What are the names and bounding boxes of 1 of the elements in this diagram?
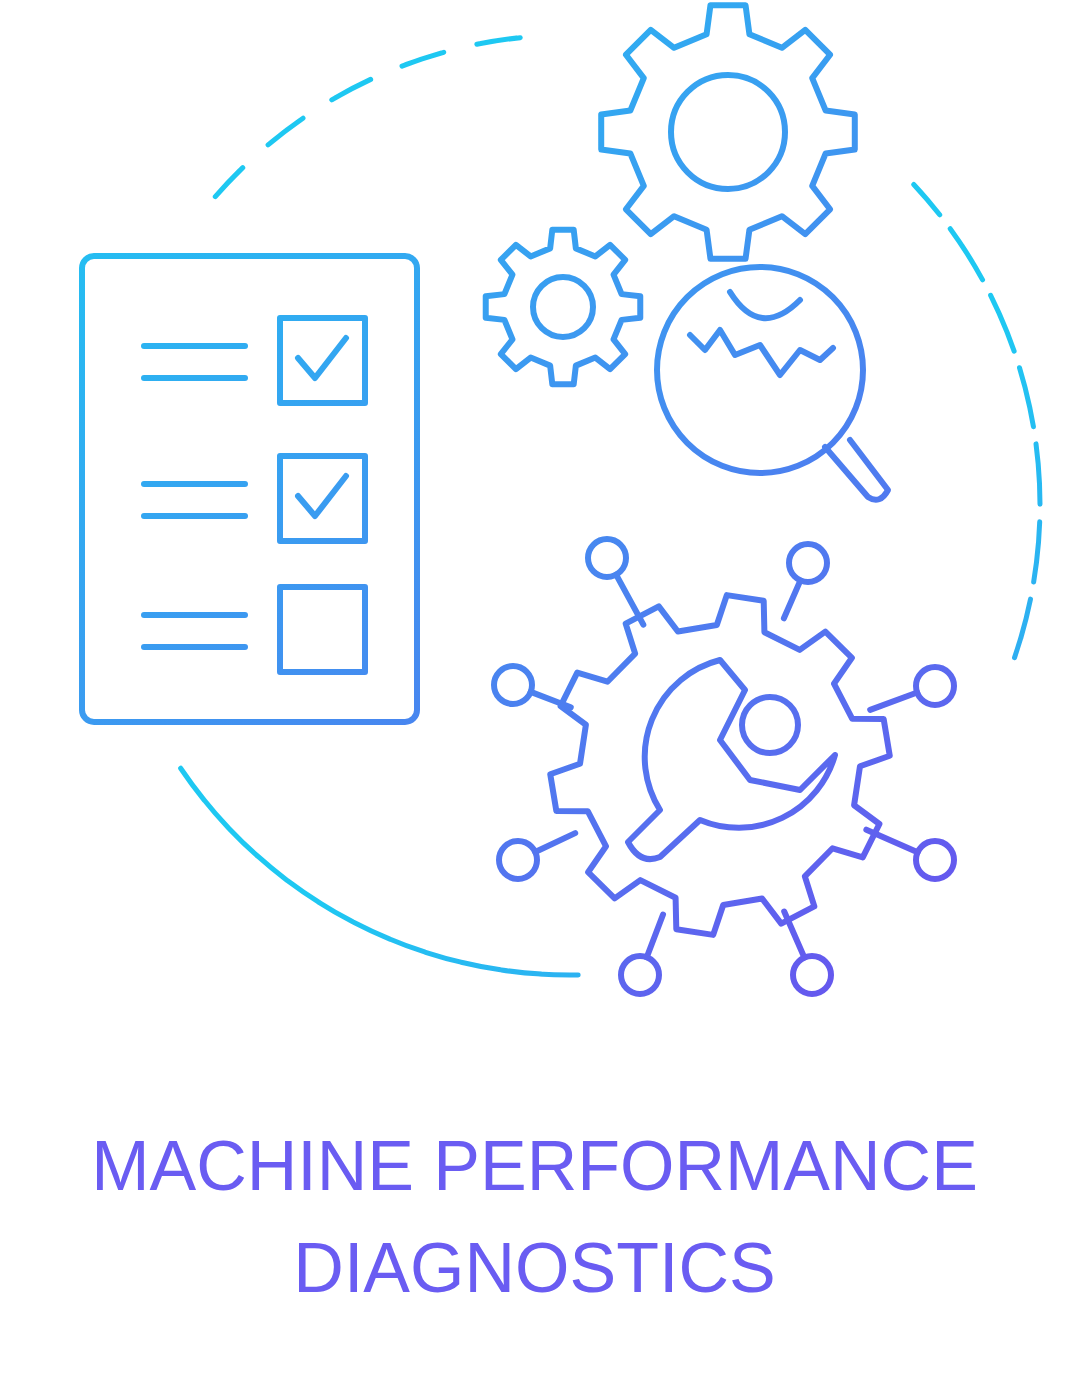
title: MACHINE PERFORMANCE DIAGNOSTICS	[90, 1126, 979, 1309]
